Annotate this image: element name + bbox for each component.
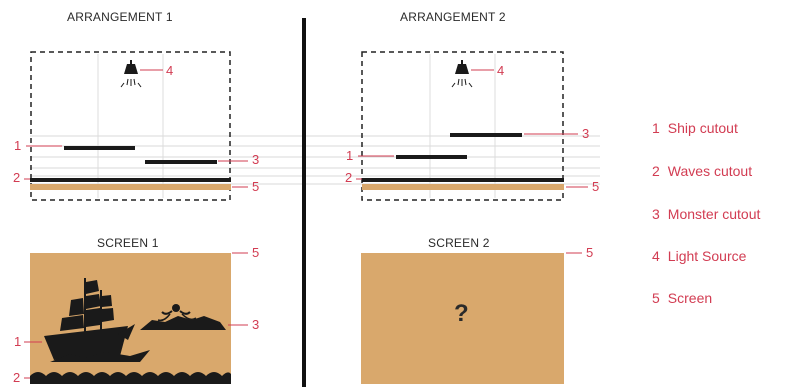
- a1-monster-callout: 3: [252, 153, 259, 166]
- arrangement1-frame: [31, 52, 230, 200]
- arrangement2-monster-cutout: [450, 133, 522, 137]
- a2-waves-callout: 2: [345, 171, 352, 184]
- arrangement1-screen: [30, 184, 231, 190]
- a2-monster-callout: 3: [582, 127, 589, 140]
- s1-ship-callout: 1: [14, 335, 21, 348]
- arrangement2-light-source-icon: [452, 60, 494, 87]
- s1-monster-callout: 3: [252, 318, 259, 331]
- arrangement1-waves-cutout: [30, 178, 231, 182]
- arrangement1-monster-cutout: [145, 160, 217, 164]
- screen2-title: SCREEN 2: [428, 236, 490, 250]
- arrangement2-screen: [362, 184, 564, 190]
- arrangement1-light-source-icon: [121, 60, 163, 87]
- s1-screen-callout: 5: [252, 246, 259, 259]
- a2-light-callout: 4: [497, 64, 504, 77]
- a1-waves-callout: 2: [13, 171, 20, 184]
- arrangement2-title: ARRANGEMENT 2: [400, 10, 506, 24]
- guide-lines: [30, 136, 600, 184]
- s2-screen-callout: 5: [586, 246, 593, 259]
- a2-ship-callout: 1: [346, 149, 353, 162]
- arrangement2-waves-cutout: [362, 178, 564, 182]
- a1-light-callout: 4: [166, 64, 173, 77]
- arrangement1-title: ARRANGEMENT 1: [67, 10, 173, 24]
- a2-screen-callout: 5: [592, 180, 599, 193]
- s1-waves-callout: 2: [13, 371, 20, 384]
- screen2-question-mark: ?: [454, 300, 469, 328]
- arrangement1-ship-cutout: [64, 146, 135, 150]
- a1-ship-callout: 1: [14, 139, 21, 152]
- arrangement2-ship-cutout: [396, 155, 467, 159]
- a1-screen-callout: 5: [252, 180, 259, 193]
- arrangement2-frame: [362, 52, 563, 200]
- screen1-title: SCREEN 1: [97, 236, 159, 250]
